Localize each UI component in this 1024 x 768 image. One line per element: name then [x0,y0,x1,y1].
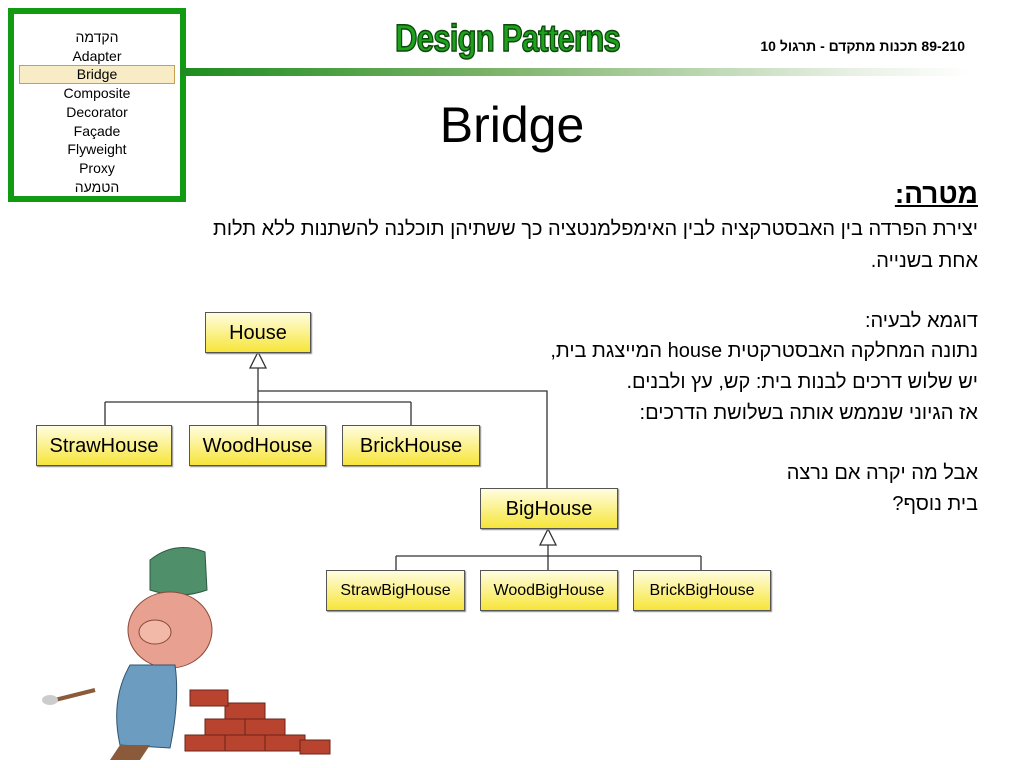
class-house: House [205,312,311,353]
pattern-navigation: הקדמה Adapter Bridge Composite Decorator… [8,8,186,202]
header-divider [180,68,970,76]
question-line-2: בית נוסף? [892,493,978,515]
nav-item-facade[interactable]: Façade [73,122,121,139]
pig-illustration [42,547,331,760]
slide-title: Bridge [439,97,585,153]
goal-heading: מטרה: [894,178,978,209]
nav-item-flyweight[interactable]: Flyweight [67,141,127,158]
example-heading: דוגמא לבעיה: [864,310,978,332]
goal-text-1: יצירת הפרדה בין האבסטרקציה לבין האימפלמנ… [213,218,978,240]
example-line-3: אז הגיוני שנממש אותה בשלושת הדרכים: [639,402,978,424]
nav-item-implementation[interactable]: הטמעה [74,178,120,195]
class-brick-big-house: BrickBigHouse [633,570,771,611]
example-line-1: נתונה המחלקה האבסטרקטית house המייצגת בי… [550,340,978,362]
nav-item-decorator[interactable]: Decorator [66,103,128,120]
nav-item-proxy[interactable]: Proxy [79,159,115,176]
nav-item-adapter[interactable]: Adapter [72,47,122,64]
class-wood-big-house: WoodBigHouse [480,570,618,611]
class-brick-house: BrickHouse [342,425,480,466]
brand-title: Design Patterns [394,17,621,61]
class-wood-house: WoodHouse [189,425,326,466]
nav-item-composite[interactable]: Composite [63,85,131,102]
class-big-house: BigHouse [480,488,618,529]
nav-item-bridge[interactable]: Bridge [19,65,175,85]
nav-item-intro[interactable]: הקדמה [75,29,119,45]
goal-text-2: אחת בשנייה. [870,250,978,272]
question-line-1: אבל מה יקרה אם נרצה [786,462,978,484]
class-straw-big-house: StrawBigHouse [326,570,465,611]
example-line-2: יש שלוש דרכים לבנות בית: קש, עץ ולבנים. [626,371,978,393]
course-label: 89-210 תכנות מתקדם - תרגול 10 [760,38,965,54]
class-straw-house: StrawHouse [36,425,172,466]
